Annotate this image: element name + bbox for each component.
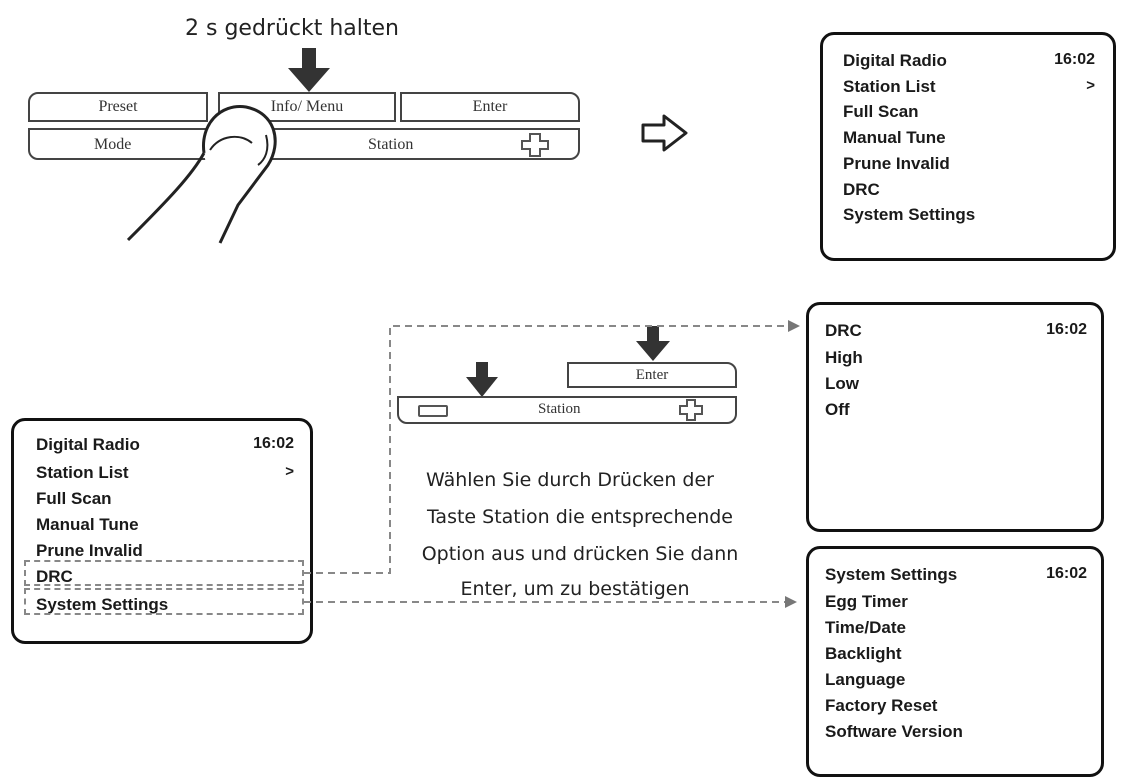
menu-item-drc[interactable]: DRC <box>36 567 73 586</box>
enter-button[interactable]: Enter <box>400 92 580 122</box>
screen-title: Digital Radio <box>36 435 140 454</box>
instruction-line: Wählen Sie durch Drücken der <box>426 469 714 491</box>
menu-item[interactable]: Full Scan <box>36 489 112 508</box>
menu-item[interactable]: System Settings <box>843 205 976 224</box>
menu-item[interactable]: Software Version <box>825 722 963 741</box>
enter-button-mini[interactable]: Enter <box>567 362 737 388</box>
clock-time: 16:02 <box>1054 51 1095 68</box>
screen-main-menu-selection: Digital Radio 16:02 Station List > Full … <box>11 418 313 644</box>
screen-system-settings: System Settings 16:02 Egg Timer Time/Dat… <box>806 546 1104 777</box>
clock-time: 16:02 <box>253 435 294 452</box>
clock-time: 16:02 <box>1046 321 1087 338</box>
drc-selection-highlight <box>24 560 304 586</box>
minus-icon[interactable] <box>418 405 448 417</box>
menu-item[interactable]: Off <box>825 400 850 419</box>
station-press-arrow-icon <box>466 362 498 397</box>
enter-press-arrow-icon <box>636 326 670 361</box>
arrowhead-icon <box>788 320 800 332</box>
screen-main-menu: Digital Radio 16:02 Station List > Full … <box>820 32 1116 261</box>
station-row-mini <box>397 396 737 424</box>
menu-item[interactable]: Egg Timer <box>825 592 908 611</box>
finger-illustration <box>126 105 277 244</box>
menu-item[interactable]: Manual Tune <box>36 515 139 534</box>
menu-item-system-settings[interactable]: System Settings <box>36 595 169 614</box>
menu-item[interactable]: Low <box>825 374 859 393</box>
screen-title: System Settings <box>825 565 958 584</box>
instruction-line: Enter, um zu bestätigen <box>460 578 690 600</box>
menu-item[interactable]: Station List <box>36 463 129 482</box>
panel-bottom-row <box>28 128 580 160</box>
station-button-mini[interactable]: Station <box>538 401 581 417</box>
system-settings-selection-highlight <box>24 588 304 615</box>
menu-item[interactable]: Prune Invalid <box>36 541 143 560</box>
screen-drc: DRC 16:02 High Low Off <box>806 302 1104 532</box>
menu-item[interactable]: DRC <box>843 180 880 199</box>
next-step-arrow-icon <box>641 114 688 152</box>
menu-item[interactable]: Language <box>825 670 906 689</box>
menu-item[interactable]: Prune Invalid <box>843 154 950 173</box>
instruction-line: Option aus und drücken Sie dann <box>421 543 739 565</box>
menu-item[interactable]: Backlight <box>825 644 902 663</box>
menu-item[interactable]: Time/Date <box>825 618 906 637</box>
drc-connector-line <box>304 325 788 574</box>
preset-button[interactable]: Preset <box>28 92 208 122</box>
screen-title: DRC <box>825 321 862 340</box>
station-button[interactable]: Station <box>368 136 414 153</box>
menu-item[interactable]: Factory Reset <box>825 696 938 715</box>
press-arrow-icon <box>288 48 330 92</box>
instruction-line: Taste Station die entsprechende <box>426 506 734 528</box>
plus-icon[interactable] <box>678 398 704 422</box>
menu-item[interactable]: Manual Tune <box>843 128 946 147</box>
chevron-right-icon: > <box>1086 77 1095 94</box>
hold-caption: 2 s gedrückt halten <box>185 16 399 41</box>
menu-item[interactable]: High <box>825 348 863 367</box>
screen-title: Digital Radio <box>843 51 947 70</box>
menu-item[interactable]: Full Scan <box>843 102 919 121</box>
menu-item[interactable]: Station List <box>843 77 936 96</box>
mode-button[interactable]: Mode <box>94 136 132 153</box>
plus-icon[interactable] <box>520 132 550 158</box>
arrowhead-icon <box>785 596 797 608</box>
clock-time: 16:02 <box>1046 565 1087 582</box>
chevron-right-icon: > <box>285 463 294 480</box>
